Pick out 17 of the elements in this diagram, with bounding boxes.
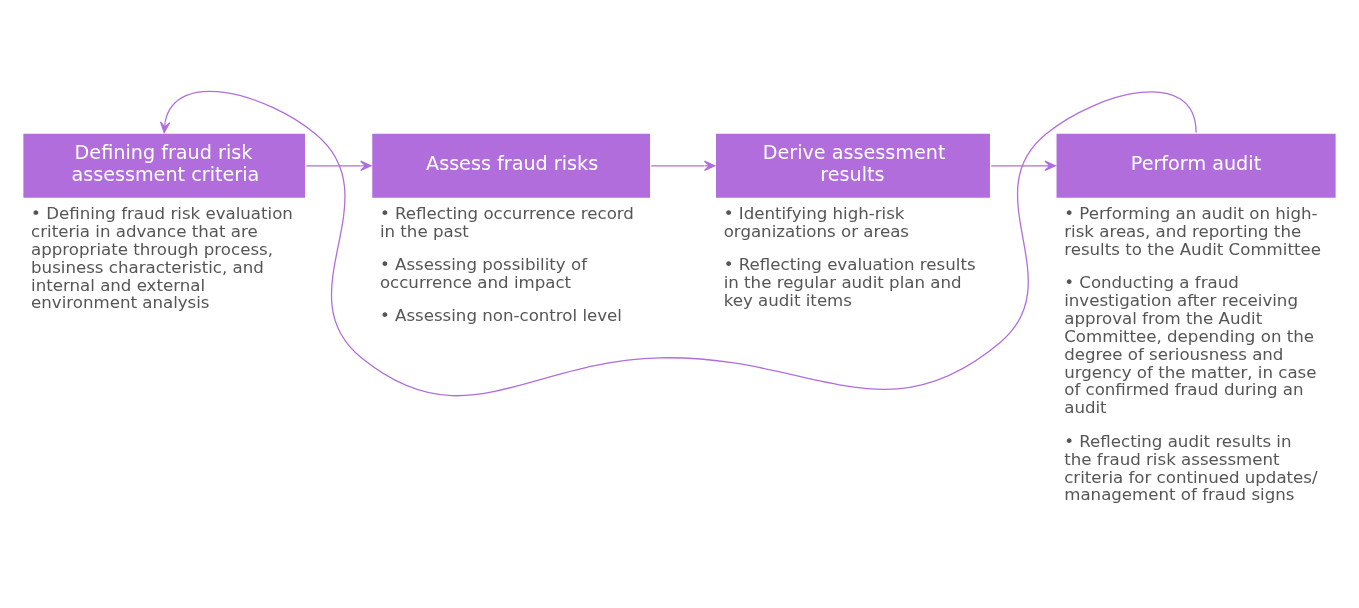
- node-label: • Reflecting audit results in the fraud risk assessment criteria for continued updates/ management of fraud signs: [1064, 431, 1318, 504]
- node-label: • Defining fraud risk evaluation criteria in advance that are appropriate through process, business characteristic, and internal and external environment analysis: [31, 203, 293, 312]
- arrow: [990, 160, 1056, 171]
- node-label: • Conducting a fraud investigation after receiving approval from the Audit Committee, depending on the degree of seriousness and urgency of the matter, in case of confirmed fraud during an audit: [1064, 272, 1317, 417]
- node-label: • Identifying high-risk organizations or areas: [723, 203, 910, 241]
- node-box: Defining fraud risk assessment criteria: [23, 133, 306, 198]
- node-box: Derive assessment results: [716, 133, 990, 198]
- node-label: • Performing an audit on high-risk areas, and reporting the results to the Audit Committee: [1064, 203, 1321, 259]
- node-box: Perform audit: [1056, 133, 1336, 198]
- node-box: Assess fraud risks: [372, 133, 651, 198]
- node-label: • Reflecting evaluation results in the regular audit plan and key audit items: [723, 254, 976, 310]
- arrow: [305, 160, 372, 171]
- node-label: • Reflecting occurrence record in the past: [379, 203, 634, 241]
- arrow: [650, 160, 716, 171]
- arrow: [159, 90, 1197, 396]
- node-label: • Assessing possibility of occurrence and impact: [379, 254, 587, 292]
- node-label: • Assessing non-control level: [379, 305, 622, 325]
